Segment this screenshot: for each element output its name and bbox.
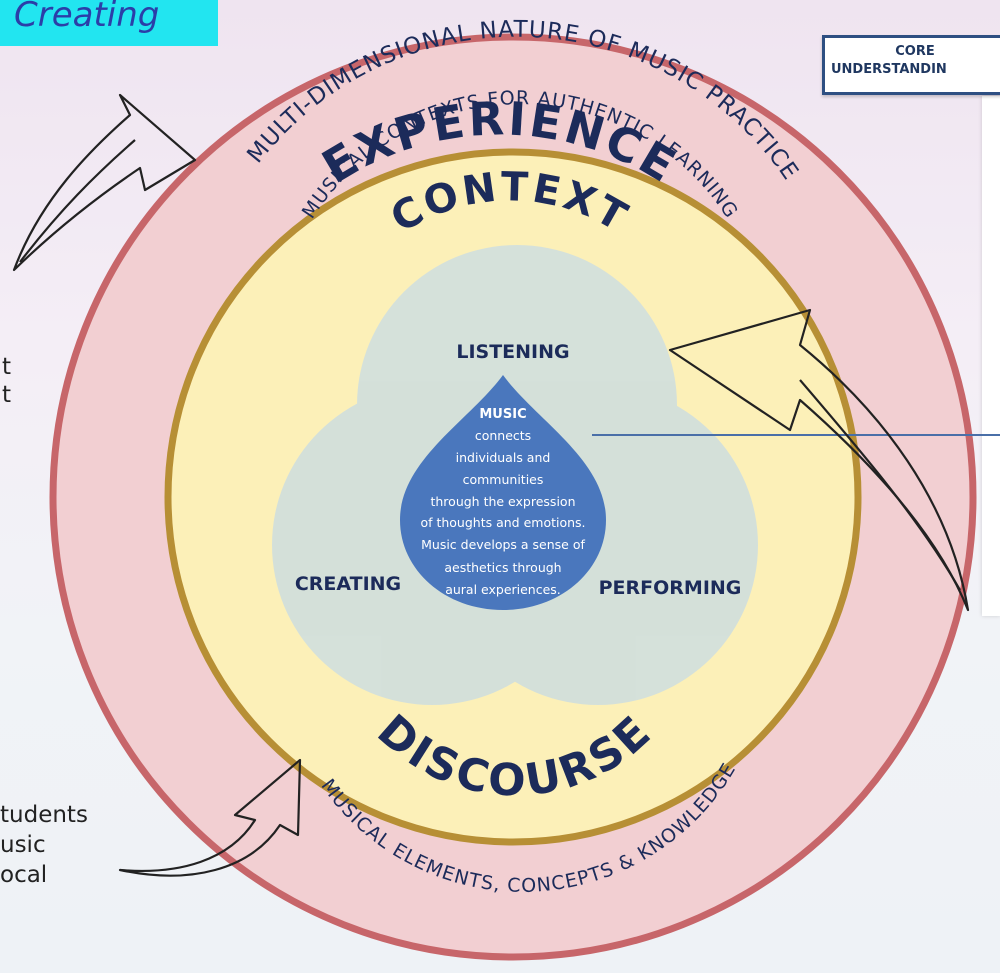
- venn-label-listening: LISTENING: [456, 341, 569, 363]
- drop-line-3: communities: [463, 472, 544, 487]
- drop-line-6: Music develops a sense of: [421, 537, 585, 552]
- drop-line-7: aesthetics through: [444, 560, 561, 575]
- arrow-bottom-left: [118, 758, 302, 877]
- venn-label-creating: CREATING: [295, 573, 401, 595]
- drop-title: MUSIC: [479, 407, 526, 422]
- drop-line-5: of thoughts and emotions.: [420, 515, 585, 530]
- bottom-left-text-3: ocal: [0, 862, 48, 888]
- music-drop: [400, 375, 606, 610]
- drop-line-2: individuals and: [456, 450, 551, 465]
- arrow-right: [668, 308, 970, 612]
- title-tag: Creating: [0, 0, 218, 46]
- bottom-left-text-1: tudents: [0, 802, 88, 828]
- drop-line-1: connects: [475, 428, 531, 443]
- left-fragment-t2: t: [2, 382, 12, 408]
- core-box-line1: CORE: [895, 44, 935, 59]
- left-fragment-t1: t: [2, 354, 12, 380]
- drop-line-4: through the expression: [430, 494, 575, 509]
- arrow-top-left: [12, 93, 197, 272]
- bottom-left-text-2: usic: [0, 832, 46, 858]
- venn-label-performing: PERFORMING: [599, 577, 742, 599]
- drop-text: connects individuals and communities thr…: [420, 428, 585, 597]
- drop-line-8: aural experiences.: [445, 582, 561, 597]
- core-box-line2: UNDERSTANDIN: [831, 62, 947, 77]
- right-panel: [982, 96, 1000, 616]
- core-understanding-box: CORE UNDERSTANDIN: [822, 35, 1000, 95]
